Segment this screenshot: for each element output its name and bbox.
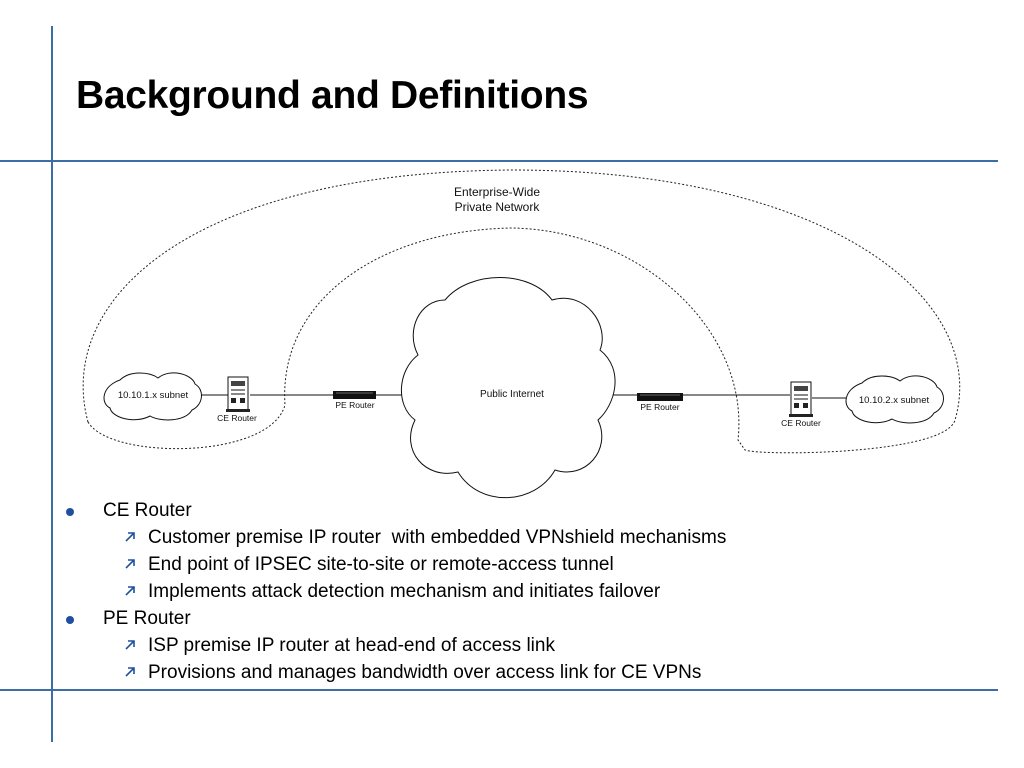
arrow-up-right-icon — [125, 559, 135, 569]
sub-bullet-text: Provisions and manages bandwidth over ac… — [148, 662, 702, 683]
enterprise-boundary — [82, 169, 961, 454]
left-subnet-label: 10.10.1.x subnet — [118, 390, 189, 401]
sub-bullet: Customer premise IP router with embedded… — [66, 526, 726, 550]
right-pe-label: PE Router — [640, 402, 679, 412]
enterprise-label-line1: Enterprise-Wide — [454, 185, 540, 199]
right-ce-router-icon — [789, 381, 813, 417]
public-internet-label: Public Internet — [480, 389, 544, 400]
sub-bullet: ISP premise IP router at head-end of acc… — [66, 634, 726, 658]
enterprise-label-line2: Private Network — [455, 200, 541, 214]
slide-top-rule — [0, 160, 998, 162]
right-subnet-label: 10.10.2.x subnet — [859, 395, 930, 406]
bullet-dot-icon — [66, 616, 74, 624]
public-internet-cloud — [401, 277, 616, 499]
right-ce-label: CE Router — [781, 418, 821, 428]
slide-bottom-rule — [0, 689, 998, 691]
sub-bullet: Provisions and manages bandwidth over ac… — [66, 661, 726, 685]
sub-bullet-text: End point of IPSEC site-to-site or remot… — [148, 554, 614, 575]
left-ce-label: CE Router — [217, 413, 257, 423]
right-pe-router-icon — [637, 393, 683, 401]
arrow-up-right-icon — [125, 640, 135, 650]
sub-bullet-text: ISP premise IP router at head-end of acc… — [148, 635, 555, 656]
left-subnet-cloud — [103, 372, 202, 421]
arrow-up-right-icon — [125, 586, 135, 596]
left-pe-label: PE Router — [335, 400, 374, 410]
slide-vertical-rule — [51, 26, 53, 742]
sub-bullet-text: Implements attack detection mechanism an… — [148, 581, 661, 602]
left-ce-router-icon — [226, 376, 250, 412]
bullet-list: CE Router Customer premise IP router wit… — [66, 499, 726, 688]
arrow-up-right-icon — [125, 667, 135, 677]
bullet-label: PE Router — [103, 608, 191, 629]
sub-bullet-text: Customer premise IP router with embedded… — [148, 527, 727, 548]
slide-title: Background and Definitions — [76, 74, 589, 117]
right-subnet-cloud — [845, 375, 944, 424]
bullet-ce-router: CE Router — [66, 499, 726, 523]
bullet-label: CE Router — [103, 500, 192, 521]
arrow-up-right-icon — [125, 532, 135, 542]
sub-bullet: End point of IPSEC site-to-site or remot… — [66, 553, 726, 577]
left-pe-router-icon — [333, 391, 376, 399]
bullet-pe-router: PE Router — [66, 607, 726, 631]
bullet-dot-icon — [66, 508, 74, 516]
sub-bullet: Implements attack detection mechanism an… — [66, 580, 726, 604]
